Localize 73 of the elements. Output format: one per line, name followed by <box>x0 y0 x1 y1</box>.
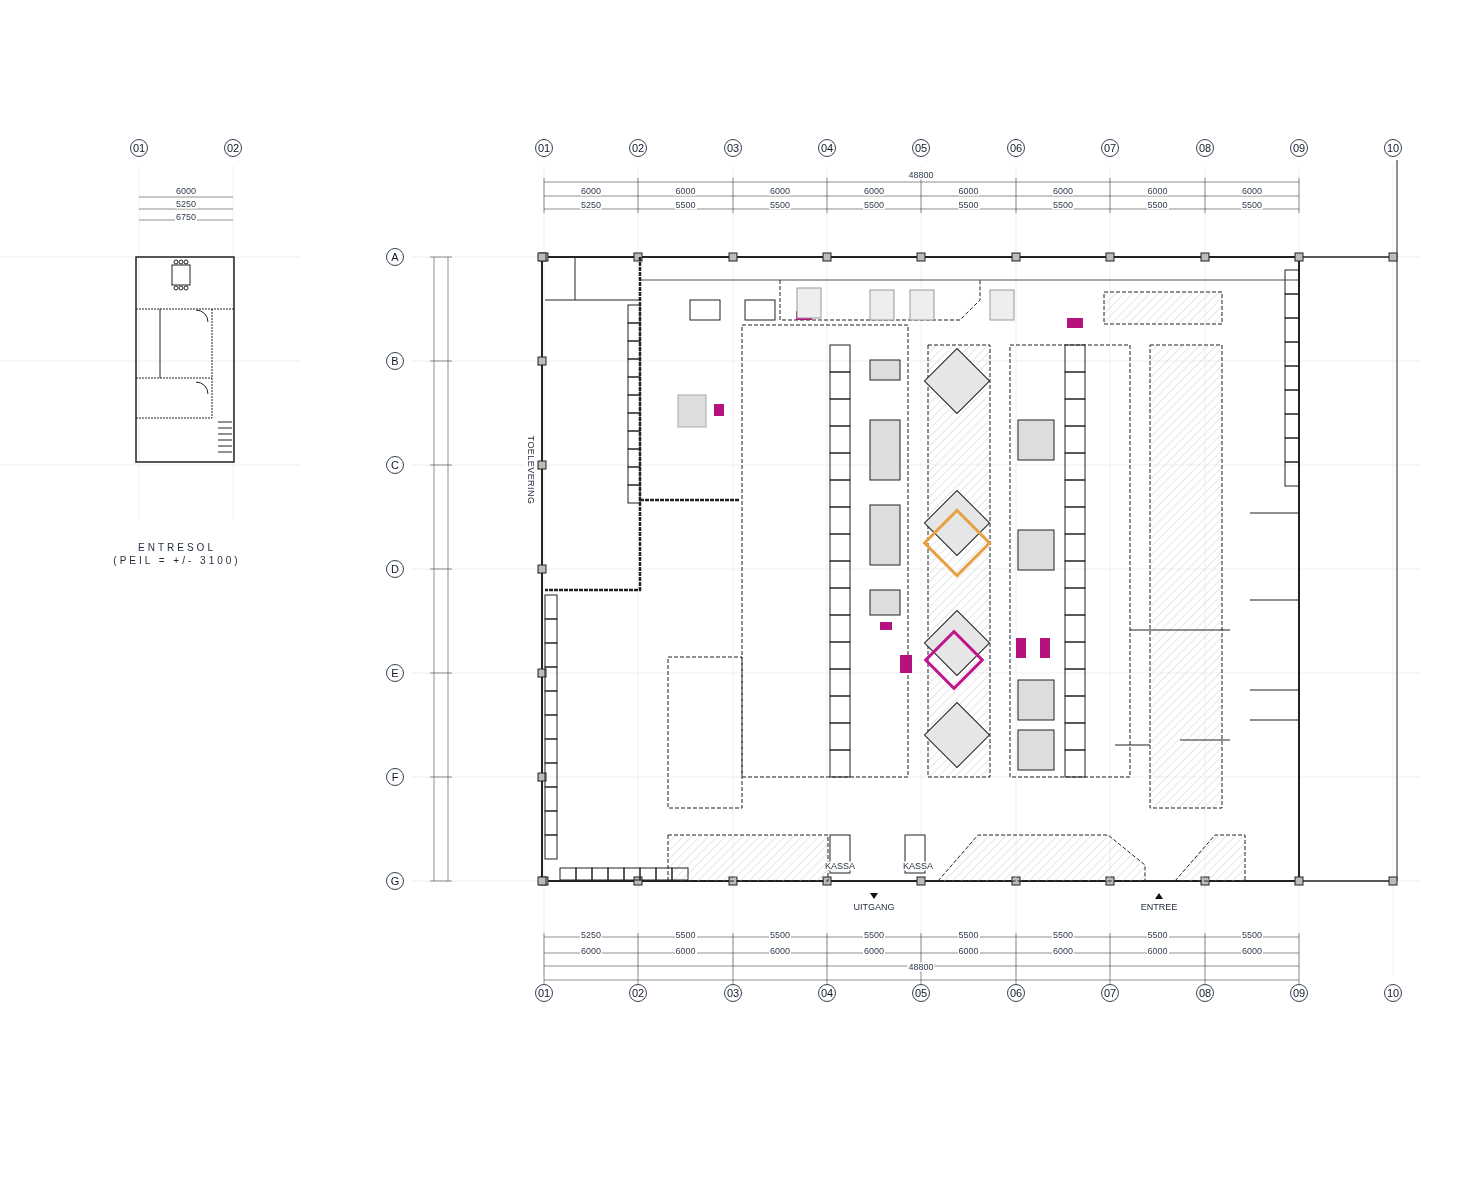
dimension-label: 5500 <box>863 930 885 940</box>
dimension-label: 6000 <box>580 946 602 956</box>
grid-bubble: A <box>386 248 404 266</box>
exit-label: ENTREE <box>1140 902 1178 912</box>
grid-bubble: 07 <box>1101 984 1119 1002</box>
grid-bubble: 08 <box>1196 984 1214 1002</box>
grid-bubble: G <box>386 872 404 890</box>
grid-bubble: 01 <box>535 984 553 1002</box>
dimension-label: 5500 <box>1146 930 1169 940</box>
grid-bubble: 09 <box>1290 984 1308 1002</box>
grid-bubble: 10 <box>1384 139 1402 157</box>
grid-bubble: 02 <box>629 984 647 1002</box>
grid-bubble: 01 <box>130 139 148 157</box>
plan-title: (PEIL = +/- 3100) <box>113 556 241 566</box>
dimension-label: 6000 <box>863 946 885 956</box>
dimension-label: 5250 <box>580 930 602 940</box>
dimension-label: 6000 <box>580 186 602 196</box>
grid-bubble: 04 <box>818 984 836 1002</box>
grid-bubble: 05 <box>912 984 930 1002</box>
dimension-label: 48800 <box>907 170 935 180</box>
dimension-label: 6000 <box>1052 186 1074 196</box>
dimension-label: 6000 <box>1241 946 1263 956</box>
grid-bubble: 09 <box>1290 139 1308 157</box>
dimension-label: 6000 <box>769 946 791 956</box>
dimension-label: 5500 <box>1146 200 1169 210</box>
grid-bubble: 08 <box>1196 139 1214 157</box>
grid-bubble: 02 <box>629 139 647 157</box>
dimension-label: 6000 <box>674 946 697 956</box>
dimension-label: 5500 <box>957 930 980 940</box>
dimension-label: 48800 <box>907 962 935 972</box>
grid-bubble: 06 <box>1007 139 1025 157</box>
dimension-label: 5500 <box>1241 200 1263 210</box>
dimension-label: 5500 <box>769 930 791 940</box>
grid-bubble: 07 <box>1101 139 1119 157</box>
dimension-label: 6000 <box>769 186 791 196</box>
dimension-label: 5500 <box>769 200 791 210</box>
grid-bubble: E <box>386 664 404 682</box>
grid-bubble: 02 <box>224 139 242 157</box>
checkout-label: KASSA <box>825 861 855 871</box>
dimension-label: 6000 <box>1241 186 1263 196</box>
grid-bubble: F <box>386 768 404 786</box>
grid-bubble: 01 <box>535 139 553 157</box>
dimension-label: 5500 <box>863 200 885 210</box>
checkout-label: KASSA <box>903 861 933 871</box>
dimension-label: 5500 <box>674 200 697 210</box>
dimension-label: 6000 <box>175 186 197 196</box>
dimension-label: 5250 <box>580 200 602 210</box>
grid-bubble: 04 <box>818 139 836 157</box>
plan-title: ENTRESOL <box>138 543 216 553</box>
grid-bubble: B <box>386 352 404 370</box>
grid-bubble: C <box>386 456 404 474</box>
dimension-label: 6000 <box>863 186 885 196</box>
dimension-label: 6000 <box>1146 946 1169 956</box>
dimension-label: 5500 <box>674 930 697 940</box>
grid-bubble: 03 <box>724 139 742 157</box>
dimension-label: 6000 <box>957 946 980 956</box>
grid-bubble: 03 <box>724 984 742 1002</box>
dimension-label: 6750 <box>175 212 197 222</box>
dimension-label: 5250 <box>175 199 197 209</box>
grid-bubble: D <box>386 560 404 578</box>
dimension-label: 6000 <box>1052 946 1074 956</box>
dimension-label: 6000 <box>957 186 980 196</box>
exit-label: UITGANG <box>853 902 895 912</box>
grid-bubble: 10 <box>1384 984 1402 1002</box>
wall-label: TOELEVERING <box>525 435 535 505</box>
grid-bubble: 06 <box>1007 984 1025 1002</box>
grid-bubble: 05 <box>912 139 930 157</box>
dimension-label: 6000 <box>674 186 697 196</box>
dimension-label: 5500 <box>957 200 980 210</box>
dimension-label: 6000 <box>1146 186 1169 196</box>
dimension-label: 5500 <box>1052 930 1074 940</box>
dimension-label: 5500 <box>1052 200 1074 210</box>
dimension-label: 5500 <box>1241 930 1263 940</box>
